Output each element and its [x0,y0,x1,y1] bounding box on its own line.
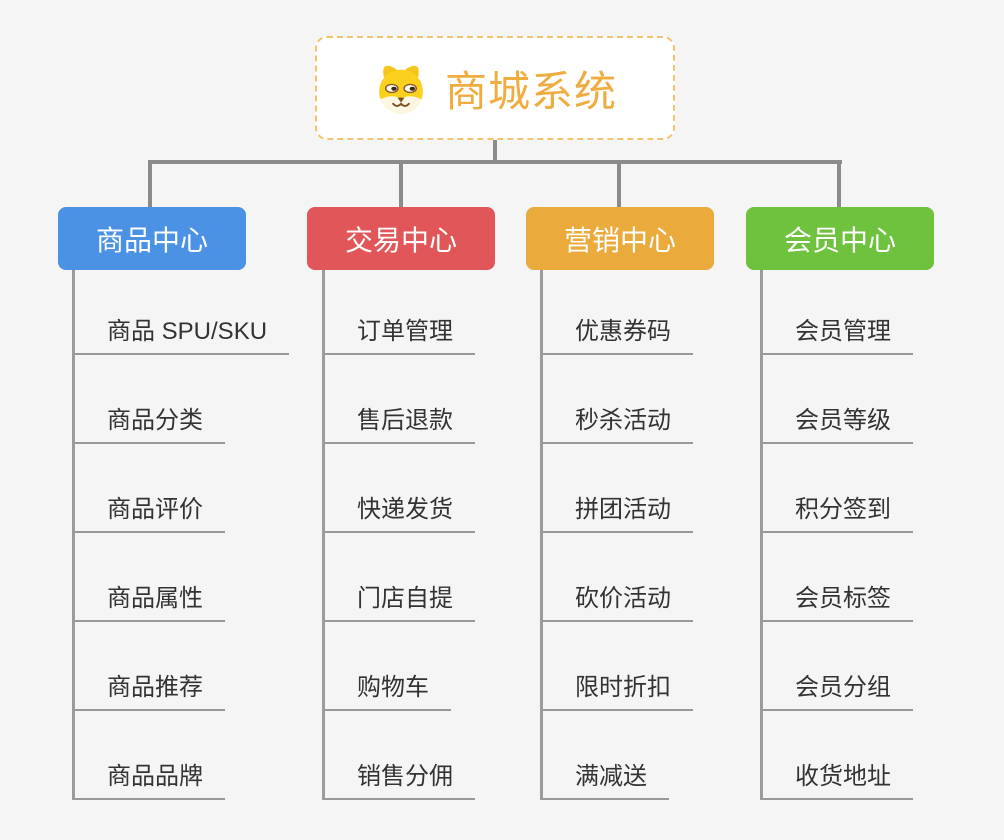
connector-root-vertical [493,139,497,162]
child-node[interactable]: 限时折扣 [543,673,693,711]
child-node[interactable]: 拼团活动 [543,495,693,533]
child-node[interactable]: 商品分类 [75,406,225,444]
child-node[interactable]: 门店自提 [325,584,475,622]
child-node[interactable]: 积分签到 [763,495,913,533]
child-node[interactable]: 商品品牌 [75,762,225,800]
branch-children-trade-center: 订单管理 售后退款 快递发货 门店自提 购物车 销售分佣 [322,270,475,800]
child-node[interactable]: 会员等级 [763,406,913,444]
child-node[interactable]: 售后退款 [325,406,475,444]
child-node[interactable]: 砍价活动 [543,584,693,622]
branch-children-marketing-center: 优惠券码 秒杀活动 拼团活动 砍价活动 限时折扣 满减送 [540,270,693,800]
branch-children-product-center: 商品 SPU/SKU 商品分类 商品评价 商品属性 商品推荐 商品品牌 [72,270,290,800]
child-node[interactable]: 秒杀活动 [543,406,693,444]
dog-icon [373,59,429,117]
child-node[interactable]: 快递发货 [325,495,475,533]
child-node[interactable]: 商品评价 [75,495,225,533]
child-node[interactable]: 满减送 [543,762,669,800]
root-node[interactable]: 商城系统 [315,36,675,140]
child-node[interactable]: 购物车 [325,673,451,711]
branch-node-member-center[interactable]: 会员中心 [746,207,934,270]
branch-children-member-center: 会员管理 会员等级 积分签到 会员标签 会员分组 收货地址 [760,270,913,800]
child-node[interactable]: 优惠券码 [543,317,693,355]
child-node[interactable]: 会员标签 [763,584,913,622]
child-node[interactable]: 会员管理 [763,317,913,355]
branch-node-product-center[interactable]: 商品中心 [58,207,246,270]
branch-node-marketing-center[interactable]: 营销中心 [526,207,714,270]
connector-branch-drop [399,162,403,208]
connector-horizontal-bar [148,160,842,164]
child-node[interactable]: 商品推荐 [75,673,225,711]
branch-node-trade-center[interactable]: 交易中心 [307,207,495,270]
child-node[interactable]: 收货地址 [763,762,913,800]
connector-branch-drop [617,162,621,208]
child-node[interactable]: 会员分组 [763,673,913,711]
child-node[interactable]: 商品属性 [75,584,225,622]
child-node[interactable]: 商品 SPU/SKU [75,317,290,355]
root-title: 商城系统 [444,67,617,115]
connector-branch-drop [148,162,152,208]
connector-branch-drop [837,162,841,208]
child-node[interactable]: 销售分佣 [325,762,475,800]
child-node[interactable]: 订单管理 [325,317,475,355]
